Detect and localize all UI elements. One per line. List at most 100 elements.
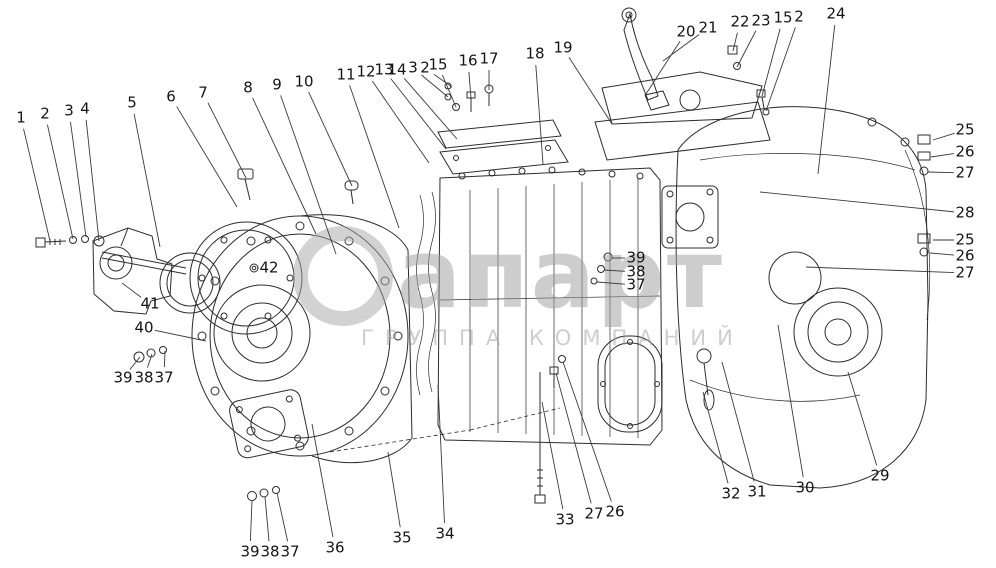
leader-line-6 — [176, 106, 238, 208]
callout-2: 2 — [40, 104, 50, 123]
leader-line-38 — [603, 269, 626, 272]
callout-5: 5 — [127, 93, 137, 112]
leader-line-12 — [371, 80, 430, 164]
middle-gasket — [416, 191, 436, 396]
callout-37: 37 — [154, 368, 174, 387]
clutch-housing — [191, 214, 413, 464]
top-right-fasteners — [727, 45, 770, 116]
callout-22: 22 — [730, 12, 750, 31]
callout-26: 26 — [605, 502, 625, 521]
oil-dipstick — [696, 348, 715, 411]
leader-line-3 — [70, 121, 87, 238]
leader-line-15 — [441, 74, 457, 108]
leader-line-11 — [349, 85, 400, 229]
leader-line-24 — [817, 24, 836, 175]
callout-25: 25 — [955, 230, 975, 249]
leader-line-38 — [147, 353, 153, 368]
leader-line-26 — [929, 252, 955, 256]
leader-line-8 — [252, 97, 317, 235]
leader-line-37 — [276, 492, 289, 542]
leader-line-39 — [129, 356, 141, 370]
callout-20: 20 — [676, 22, 696, 41]
callout-15: 15 — [428, 55, 448, 74]
callout-37: 37 — [280, 542, 300, 561]
callout-15: 15 — [773, 8, 793, 27]
callout-34: 34 — [435, 524, 455, 543]
leader-line-27 — [805, 266, 955, 274]
main-case — [437, 166, 663, 446]
filler-plug — [344, 180, 359, 205]
leader-line-32 — [702, 391, 729, 484]
callout-14: 14 — [387, 60, 407, 79]
callout-17: 17 — [479, 49, 499, 68]
callout-38: 38 — [134, 368, 154, 387]
leader-line-23 — [736, 30, 757, 68]
mid-fasteners — [590, 252, 613, 285]
callout-42: 42 — [259, 258, 279, 277]
callout-1: 1 — [16, 108, 26, 127]
callout-3: 3 — [408, 58, 418, 77]
leader-line-25 — [932, 132, 955, 141]
leader-line-29 — [847, 371, 878, 466]
callout-21: 21 — [698, 18, 718, 37]
rear-housing — [675, 106, 931, 489]
callout-38: 38 — [260, 542, 280, 561]
callout-8: 8 — [243, 78, 253, 97]
callout-27: 27 — [584, 504, 604, 523]
leader-line-13 — [390, 78, 447, 150]
callout-9: 9 — [272, 75, 282, 94]
leader-line-26 — [930, 153, 955, 158]
callout-29: 29 — [870, 466, 890, 485]
leader-line-2 — [765, 27, 796, 112]
leader-line-18 — [535, 64, 544, 165]
leader-line-1 — [23, 128, 51, 242]
callout-13: 13 — [374, 60, 394, 79]
long-stud — [534, 355, 566, 504]
leader-line-2 — [433, 73, 453, 88]
leader-line-31 — [721, 361, 755, 482]
callout-24: 24 — [826, 4, 846, 23]
pto-cover — [229, 389, 309, 459]
leader-line-4 — [85, 119, 100, 242]
callout-40: 40 — [134, 318, 154, 337]
leader-line-7 — [207, 102, 247, 179]
callout-26: 26 — [955, 246, 975, 265]
callout-28: 28 — [955, 203, 975, 222]
callout-23: 23 — [751, 11, 771, 30]
callout-31: 31 — [747, 482, 767, 501]
leader-line-27 — [555, 372, 592, 504]
leader-line-22 — [732, 32, 738, 52]
right-fasteners — [917, 134, 931, 257]
leader-line-26 — [562, 361, 612, 502]
leader-line-40 — [154, 329, 207, 342]
callout-36: 36 — [325, 538, 345, 557]
callout-27: 27 — [955, 163, 975, 182]
leader-line-33 — [541, 401, 564, 510]
callout-2: 2 — [794, 7, 804, 26]
callout-19: 19 — [553, 38, 573, 57]
leader-line-36 — [311, 423, 334, 538]
side-hatch — [597, 335, 663, 433]
leader-line-35 — [387, 451, 401, 528]
callout-35: 35 — [392, 528, 412, 547]
callout-4: 4 — [80, 99, 90, 118]
leader-line-20 — [645, 40, 681, 95]
leader-line-37 — [163, 350, 166, 368]
construction-lines — [329, 407, 561, 453]
callout-39: 39 — [626, 248, 646, 267]
callout-37: 37 — [626, 275, 646, 294]
leader-line-19 — [568, 57, 613, 125]
callout-18: 18 — [525, 44, 545, 63]
callout-7: 7 — [198, 83, 208, 102]
callout-16: 16 — [458, 51, 478, 70]
leader-line-37 — [596, 281, 626, 285]
callout-6: 6 — [166, 87, 176, 106]
shift-tower — [594, 7, 771, 161]
callout-32: 32 — [721, 484, 741, 503]
callout-30: 30 — [795, 478, 815, 497]
leader-line-38 — [264, 496, 270, 542]
